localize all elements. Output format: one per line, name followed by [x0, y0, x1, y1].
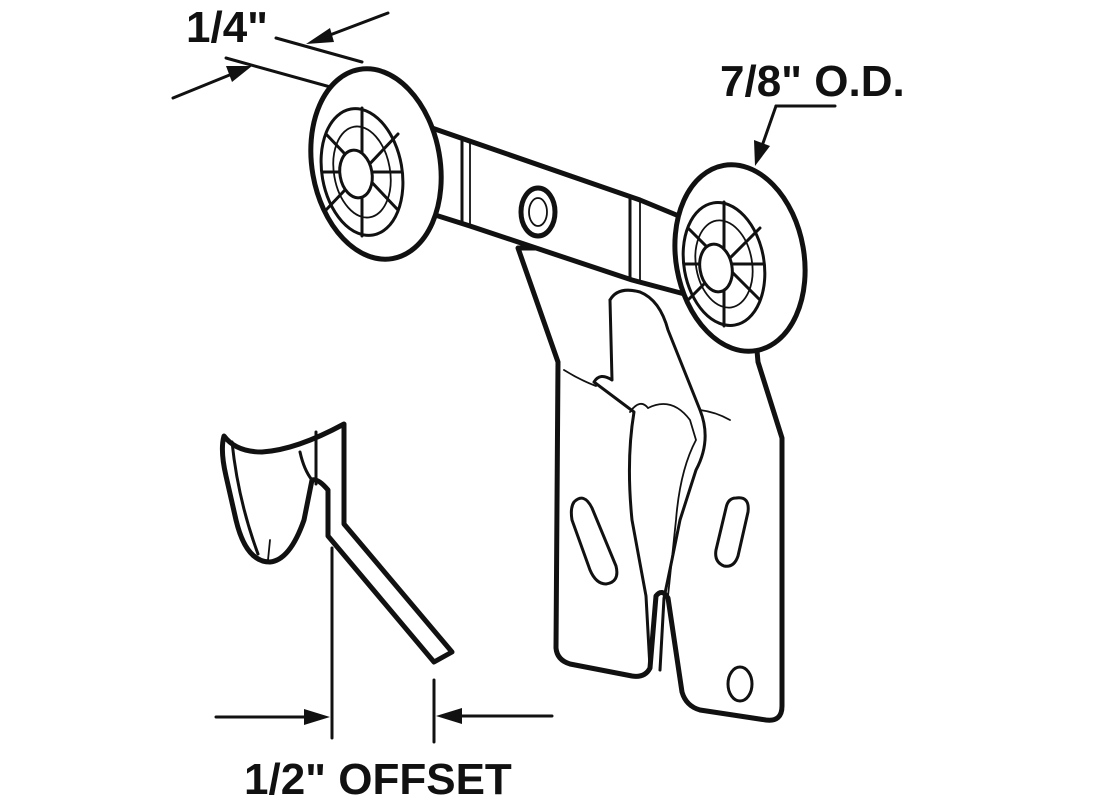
left-wheel-axle: [338, 148, 374, 200]
left-wheel: [308, 66, 444, 262]
width-arrow-line-top: [320, 11, 390, 40]
wheel-od-label: 7/8" O.D.: [720, 57, 905, 106]
profile-outline: [219, 421, 455, 665]
right-wheel: [672, 162, 808, 354]
plate-inner-rib: [647, 403, 697, 597]
right-wheel-hub-ring: [694, 219, 754, 309]
plate-slot-right: [714, 496, 750, 568]
width-arrowhead-bottom: [226, 66, 252, 82]
plate-crease-right: [699, 409, 731, 421]
od-arrowhead: [754, 140, 770, 166]
bracket-plate: [515, 245, 785, 723]
plate-outline: [515, 245, 785, 723]
plate-spine-left: [592, 298, 652, 670]
width-arrow-line-bottom: [171, 72, 234, 100]
offset-arrowhead-right: [436, 708, 462, 724]
offset-arrowhead-left: [304, 709, 330, 725]
od-dimension: [754, 104, 837, 166]
right-wheel-axle: [698, 242, 734, 294]
offset-dimension: [214, 546, 554, 744]
width-extension-line-top: [274, 36, 364, 64]
bar-center-hole: [518, 185, 558, 239]
plate-crease-left: [563, 369, 597, 387]
plate-bottom-hole: [726, 665, 754, 703]
left-wheel-hub-ring: [332, 125, 392, 219]
profile-tip-line: [267, 539, 271, 561]
width-arrowhead-top: [306, 28, 334, 44]
width-dimension: [171, 11, 390, 100]
profile-inner-curve-left: [230, 440, 260, 556]
plate-slot-left: [569, 496, 619, 586]
profile-inner-curve-right: [298, 450, 314, 482]
plate-spine-right: [608, 288, 707, 672]
wheel-width-label: 1/4": [186, 3, 269, 52]
offset-label: 1/2" OFFSET: [244, 755, 512, 804]
bar-center-hole-inner: [528, 197, 548, 227]
od-leader-diagonal: [760, 104, 778, 148]
offset-profile: [219, 421, 455, 665]
plate-rib-top: [629, 402, 649, 413]
